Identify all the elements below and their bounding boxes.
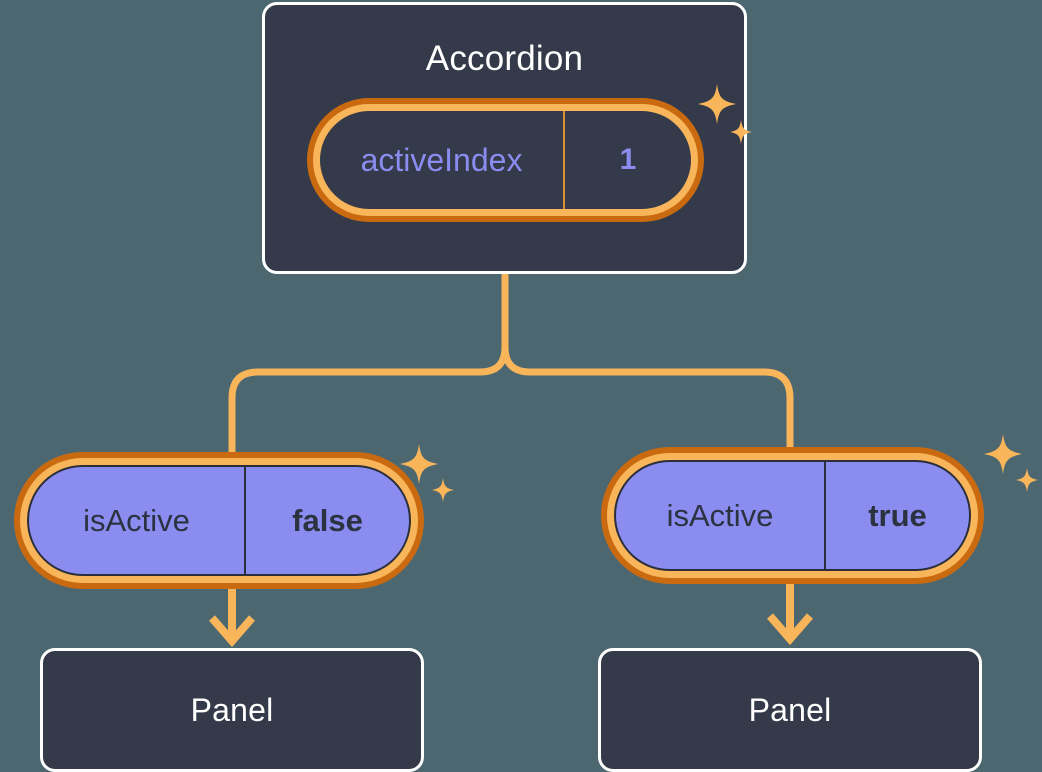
connector-trunk: [228, 270, 509, 456]
arrow-head-right: [766, 613, 814, 646]
prop-key: isActive: [666, 497, 774, 533]
pill-body: activeIndex 1: [320, 111, 691, 209]
pill-body: isActive true: [614, 460, 971, 571]
component-title: Accordion: [425, 39, 584, 78]
component-title: Panel: [748, 691, 832, 728]
pill-body: isActive false: [27, 465, 411, 576]
pill-ring-outer: isActive true: [601, 447, 984, 584]
state-key: activeIndex: [360, 141, 523, 178]
pill-ring-inner: isActive true: [607, 453, 978, 578]
prop-value: false: [244, 467, 409, 574]
pill-ring-outer: activeIndex 1: [307, 98, 704, 222]
state-pill-activeindex[interactable]: activeIndex 1: [307, 98, 704, 222]
component-title: Panel: [190, 691, 274, 728]
connector-trunk-right: [501, 343, 794, 456]
state-value: 1: [563, 111, 691, 209]
pill-ring-inner: activeIndex 1: [313, 104, 698, 216]
pill-ring-inner: isActive false: [20, 458, 418, 583]
pill-ring-outer: isActive false: [14, 452, 424, 589]
prop-pill-isactive-false[interactable]: isActive false: [14, 452, 424, 589]
prop-key: isActive: [83, 502, 190, 538]
component-card-panel-left[interactable]: Panel: [40, 648, 424, 772]
arrow-head-left: [208, 615, 256, 648]
component-card-panel-right[interactable]: Panel: [598, 648, 982, 772]
prop-value: true: [824, 462, 969, 569]
prop-pill-isactive-true[interactable]: isActive true: [601, 447, 984, 584]
